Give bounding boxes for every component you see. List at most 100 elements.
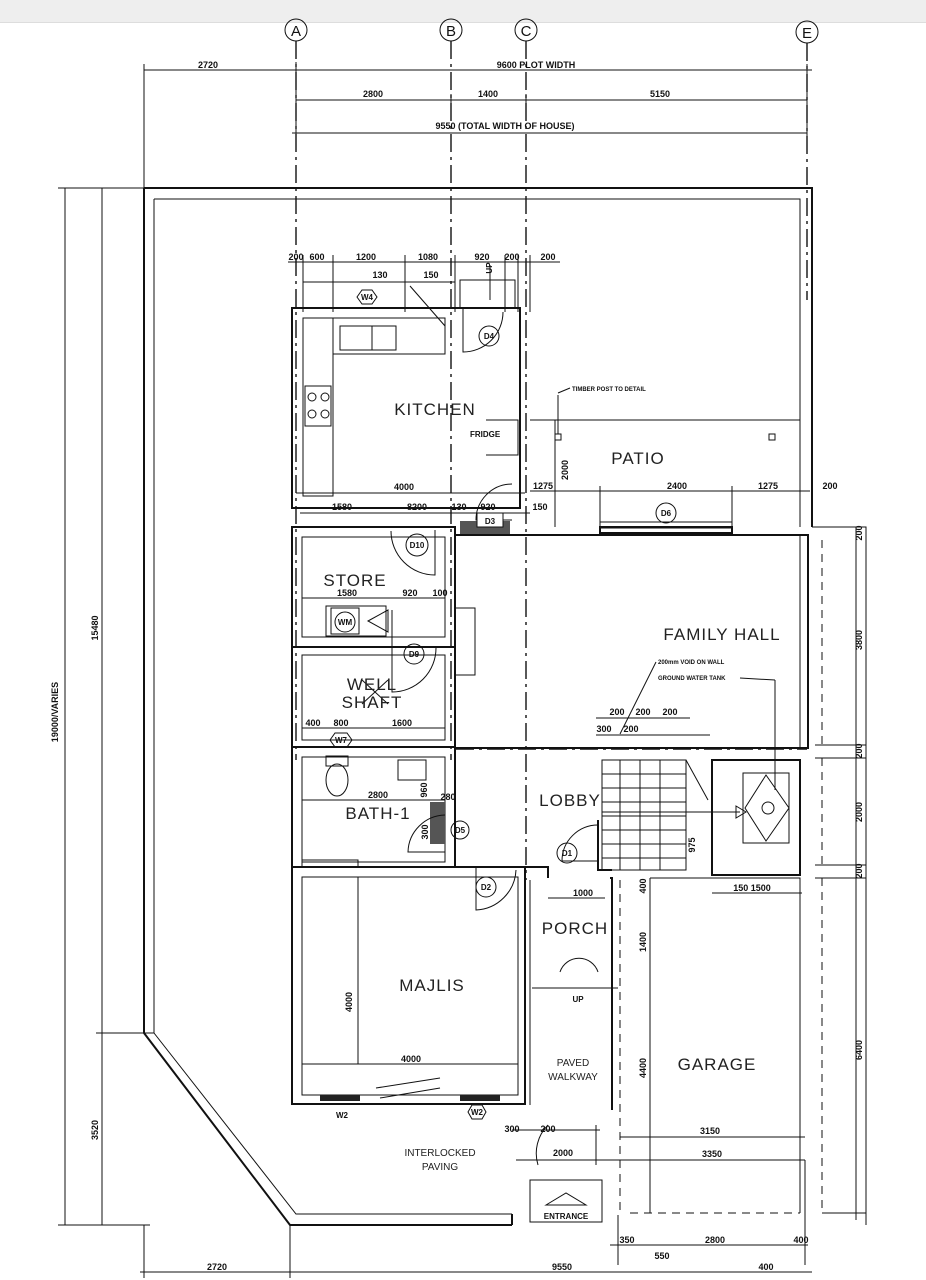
svg-text:WM: WM [338, 618, 353, 627]
dim-right-200b: 200 [854, 743, 864, 758]
dim-bath-960: 960 [419, 782, 429, 797]
room-kitchen: KITCHEN [394, 400, 476, 419]
room-interlocked: INTERLOCKED [404, 1148, 475, 1159]
dim-k-200a: 200 [288, 252, 303, 262]
dim-right-6400: 6400 [854, 1040, 864, 1060]
dim-bath-2800: 2800 [368, 790, 388, 800]
room-walkway: WALKWAY [548, 1072, 598, 1083]
svg-text:D3: D3 [485, 517, 496, 526]
dim-stair-200d: 200 [623, 724, 638, 734]
tag-d5: D5 [450, 820, 470, 840]
dim-3520: 3520 [90, 1120, 100, 1140]
dim-stair-975: 975 [687, 837, 697, 852]
dim-bottom-9550: 9550 [552, 1262, 572, 1272]
dim-2400: 2400 [667, 481, 687, 491]
dim-g-3150: 3150 [700, 1126, 720, 1136]
kitchen-walls [291, 265, 521, 509]
dim-store-100: 100 [432, 588, 447, 598]
garage-walls [610, 877, 808, 1265]
dim-right-2000: 2000 [854, 802, 864, 822]
majlis-walls [291, 866, 526, 1105]
dim-150b: 150 [532, 502, 547, 512]
svg-text:D5: D5 [455, 826, 466, 835]
dim-130b: 130 [451, 502, 466, 512]
dim-k-130: 130 [372, 270, 387, 280]
dim-right-200a: 200 [854, 525, 864, 540]
dim-1400: 1400 [478, 89, 498, 99]
top-dimension-lines [143, 62, 812, 188]
tag-w4: W4 [356, 289, 378, 305]
tag-w2b: W2 [467, 1104, 487, 1120]
dim-stair-200b: 200 [635, 707, 650, 717]
dim-w-800: 800 [333, 718, 348, 728]
dim-majlis-4000v: 4000 [344, 992, 354, 1012]
bottom-dimension-line [140, 1225, 812, 1278]
fridge-label: FRIDGE [470, 430, 501, 439]
lobby-walls [454, 748, 612, 911]
room-shaft: SHAFT [342, 693, 403, 712]
dim-5150: 5150 [650, 89, 670, 99]
tag-d2: D2 [475, 876, 497, 898]
stair [596, 717, 801, 876]
tag-d10: D10 [405, 533, 429, 557]
entrance-label: ENTRANCE [544, 1212, 589, 1221]
grid-marker-e: E [795, 20, 819, 44]
grid-marker-c: C [514, 18, 538, 42]
dim-15480: 15480 [90, 615, 100, 640]
tank-leader-1 [739, 677, 776, 681]
room-majlis: MAJLIS [399, 976, 465, 995]
void-leader [619, 661, 657, 735]
svg-text:W2: W2 [471, 1108, 484, 1117]
patio-area [530, 387, 810, 535]
dim-right-3800: 3800 [854, 630, 864, 650]
kitchen-top-dimension-row [288, 255, 560, 312]
dim-lobby-1000: 1000 [573, 888, 593, 898]
dim-stair-200a: 200 [609, 707, 624, 717]
viewer-top-band [0, 0, 926, 23]
svg-text:D4: D4 [484, 332, 495, 341]
dim-store-1580: 1580 [337, 588, 357, 598]
room-store: STORE [323, 571, 386, 590]
svg-text:W4: W4 [361, 293, 374, 302]
grid-marker-b: B [439, 18, 463, 42]
dim-k-600: 600 [309, 252, 324, 262]
dim-store-920: 920 [402, 588, 417, 598]
svg-text:A: A [291, 23, 301, 40]
dim-b-2800: 2800 [705, 1235, 725, 1245]
dim-plot-width: 9600 PLOT WIDTH [497, 60, 576, 70]
tag-w2a: W2 [336, 1111, 349, 1120]
dim-k-200b: 200 [504, 252, 519, 262]
grid-marker-a: A [284, 18, 308, 42]
dim-porch-400: 400 [638, 878, 648, 893]
up-arrow-label-2: UP [572, 995, 584, 1004]
dim-k-920: 920 [474, 252, 489, 262]
plot-boundary [143, 187, 813, 1226]
dim-total-width: 9550 (TOTAL WIDTH OF HOUSE) [435, 121, 574, 131]
room-patio: PATIO [611, 449, 665, 468]
dim-w-400: 400 [305, 718, 320, 728]
dim-b-550: 550 [654, 1251, 669, 1261]
svg-text:D2: D2 [481, 883, 492, 892]
dim-stair-300: 300 [596, 724, 611, 734]
dim-2800: 2800 [363, 89, 383, 99]
dim-19000: 19000/VARIES [50, 682, 60, 742]
note-void: 200mm VOID ON WALL [658, 660, 725, 666]
dim-b-400b: 400 [758, 1262, 773, 1272]
dim-1501500: 150 1500 [733, 883, 771, 893]
room-family-hall: FAMILY HALL [663, 625, 780, 644]
up-arrow-label-1: UP [485, 262, 494, 274]
note-tank: GROUND WATER TANK [658, 676, 726, 682]
svg-text:E: E [802, 25, 812, 42]
dim-kitchen-4000: 4000 [394, 482, 414, 492]
dim-bottom-2720: 2720 [207, 1262, 227, 1272]
dim-majlis-4000h: 4000 [401, 1054, 421, 1064]
room-paving: PAVING [422, 1162, 459, 1173]
dim-g-2000: 2000 [553, 1148, 573, 1158]
dim-stair-200c: 200 [662, 707, 677, 717]
dim-walk-4400: 4400 [638, 1058, 648, 1078]
room-lobby: LOBBY [539, 791, 601, 810]
svg-text:W7: W7 [335, 736, 348, 745]
svg-text:D6: D6 [661, 509, 672, 518]
tag-wm: WM [334, 611, 356, 633]
